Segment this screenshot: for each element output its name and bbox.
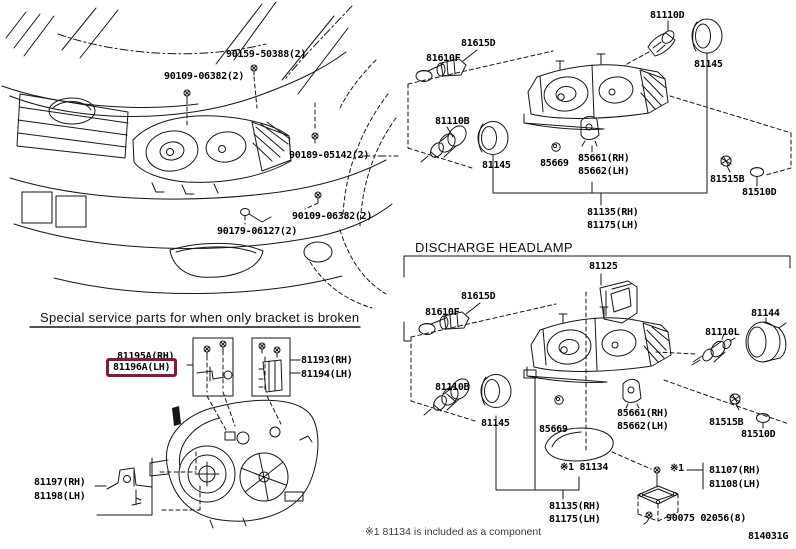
part-label-81134[interactable]: ※1 81134 xyxy=(560,462,609,473)
part-label-81615d-d[interactable]: 81615D xyxy=(461,291,496,302)
part-label-90109-06382-b[interactable]: 90109-06382(2) xyxy=(292,211,373,222)
part-label-81610f-d[interactable]: 81610F xyxy=(425,307,460,318)
part-label-81110l[interactable]: 81110L xyxy=(705,327,740,338)
part-label-81175[interactable]: 81175(LH) xyxy=(587,220,639,231)
parts-box xyxy=(251,337,291,397)
part-label-81197[interactable]: 81197(RH) xyxy=(34,477,86,488)
bracket-part-icon xyxy=(106,467,153,506)
part-label-81175-d[interactable]: 81175(LH) xyxy=(549,514,601,525)
special-service-drawing xyxy=(29,326,361,529)
highlight-box-81196a[interactable]: 81196A(LH) xyxy=(106,358,178,377)
bracket-icon xyxy=(580,115,600,140)
part-label-85661[interactable]: 85661(RH) xyxy=(578,153,630,164)
headlamp-rear-view xyxy=(166,399,319,522)
screw-icon xyxy=(729,393,741,405)
part-label-90075-02056[interactable]: 90075 02056(8) xyxy=(666,513,747,524)
part-label-81108[interactable]: 81108(LH) xyxy=(709,479,761,490)
part-label-81193[interactable]: 81193(RH) xyxy=(301,355,353,366)
footnote: ※1 81134 is included as a component xyxy=(365,526,542,538)
screw-icon xyxy=(273,346,281,358)
part-label-81198[interactable]: 81198(LH) xyxy=(34,491,86,502)
parts-box xyxy=(192,337,234,397)
small-screw-icon xyxy=(643,511,653,525)
bracket-icon xyxy=(622,378,642,403)
part-label-81110b-d[interactable]: 81110B xyxy=(435,382,470,393)
part-label-81110b[interactable]: 81110B xyxy=(435,116,470,127)
part-label-81615d[interactable]: 81615D xyxy=(461,38,496,49)
part-label-85662-d[interactable]: 85662(LH) xyxy=(617,421,669,432)
screw-icon xyxy=(183,89,191,101)
part-label-81510d-d[interactable]: 81510D xyxy=(741,429,776,440)
part-label-90179-06127[interactable]: 90179-06127(2) xyxy=(217,226,298,237)
part-label-81145-top[interactable]: 81145 xyxy=(694,59,723,70)
part-label-90189-05142[interactable]: 90189-05142(2) xyxy=(289,150,370,161)
part-label-81135[interactable]: 81135(RH) xyxy=(587,207,639,218)
screw-icon xyxy=(250,64,258,76)
halogen-assembly-drawing xyxy=(407,18,792,206)
part-label-81125[interactable]: 81125 xyxy=(589,261,618,272)
special-service-title: Special service parts for when only brac… xyxy=(40,310,360,325)
page-code: 814031G xyxy=(748,531,789,542)
screw-icon xyxy=(720,155,732,167)
screw-icon xyxy=(314,191,322,203)
part-label-81610f[interactable]: 81610F xyxy=(426,53,461,64)
part-label-90109-06382-a[interactable]: 90109-06382(2) xyxy=(164,71,245,82)
part-label-81145-d[interactable]: 81145 xyxy=(481,418,510,429)
screw-icon xyxy=(258,342,266,354)
pad-icon xyxy=(544,427,614,462)
part-label-90159-50388[interactable]: 90159-50388(2) xyxy=(226,49,307,60)
round-cover-icon xyxy=(745,321,781,363)
part-label-81145-left[interactable]: 81145 xyxy=(482,160,511,171)
part-label-85662[interactable]: 85662(LH) xyxy=(578,166,630,177)
screw-icon xyxy=(311,132,319,144)
part-label-81135-d[interactable]: 81135(RH) xyxy=(549,501,601,512)
part-label-81144[interactable]: 81144 xyxy=(751,308,780,319)
screw-icon xyxy=(219,340,227,352)
part-label-85669-d[interactable]: 85669 xyxy=(539,424,568,435)
part-label-81110d[interactable]: 81110D xyxy=(650,10,685,21)
part-label-81515b-d[interactable]: 81515B xyxy=(709,417,744,428)
ballast-unit-icon xyxy=(637,466,679,522)
part-label-81196a[interactable]: 81196A(LH) xyxy=(113,362,171,373)
part-label-81194[interactable]: 81194(LH) xyxy=(301,369,353,380)
retainer-ring-icon xyxy=(691,18,723,54)
igniter-bracket-icon xyxy=(599,280,638,324)
screw-icon xyxy=(203,345,211,357)
clip-icon xyxy=(240,208,250,216)
discharge-section-title: DISCHARGE HEADLAMP xyxy=(415,240,573,255)
discharge-assembly-drawing xyxy=(410,273,790,525)
part-label-85661-d[interactable]: 85661(RH) xyxy=(617,408,669,419)
bulb-icon xyxy=(647,32,676,57)
discharge-section-bracket xyxy=(403,255,791,278)
bulb-icon xyxy=(691,355,703,366)
part-label-85669[interactable]: 85669 xyxy=(540,158,569,169)
part-label-81107[interactable]: 81107(RH) xyxy=(709,465,761,476)
part-label-81515b[interactable]: 81515B xyxy=(710,174,745,185)
part-label-81195a[interactable]: 81195A(RH) xyxy=(117,351,175,362)
part-label-81510d[interactable]: 81510D xyxy=(742,187,777,198)
car-front-sketch xyxy=(1,1,399,309)
ref-mark-1: ※1 xyxy=(670,463,684,474)
